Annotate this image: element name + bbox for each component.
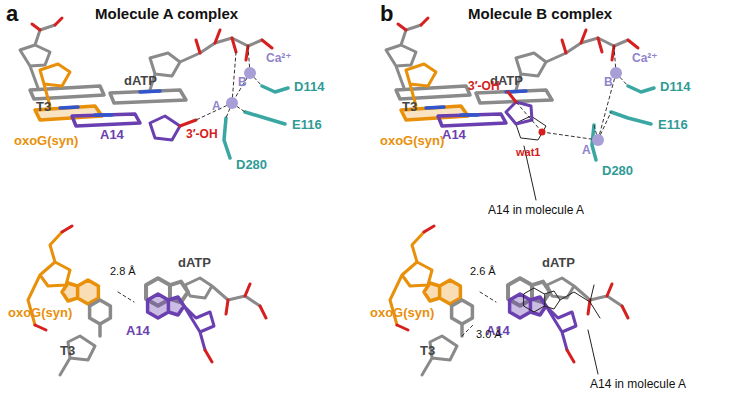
panel-b-top (386, 18, 654, 200)
panel-title: Molecule B complex (468, 6, 612, 23)
residue-label: dATP (178, 256, 211, 270)
residue-label: T3 (402, 100, 417, 114)
residue-label: A14 (442, 128, 466, 142)
residue-label: T3 (60, 344, 75, 358)
panel-letter: a (6, 2, 18, 26)
panel-b-bottom (390, 226, 628, 375)
leader-line (588, 330, 598, 374)
panel-title: Molecule A complex (95, 6, 238, 23)
base-pair-sticks (390, 226, 628, 375)
distance-label: 3.0 Å (476, 328, 502, 340)
distance-label: 2.8 Å (110, 265, 136, 277)
coordination-dashes (196, 46, 262, 120)
residue-label: D280 (236, 158, 267, 172)
ion-label: Ca²⁺ (266, 52, 292, 65)
distance-dash (118, 292, 134, 302)
group-label: 3′-OH (468, 80, 500, 93)
residue-label: T3 (36, 100, 51, 114)
base-pair-sticks (28, 226, 266, 375)
residue-sticks (592, 86, 654, 160)
residue-label: oxoG(syn) (14, 134, 78, 148)
water-label: wat1 (516, 146, 540, 158)
distance-label: 2.6 Å (470, 265, 496, 277)
residue-label: E116 (292, 118, 322, 132)
calcium-ion (226, 97, 238, 109)
molecule-a-overlay (524, 288, 560, 312)
ion-label: B (238, 76, 247, 89)
ion-label: B (604, 76, 613, 89)
residue-label: oxoG(syn) (370, 306, 434, 320)
residue-label: dATP (542, 256, 575, 270)
hydroxyl (508, 92, 516, 102)
residue-label: D280 (602, 164, 633, 178)
a14-sugar (150, 116, 180, 140)
calcium-ion (592, 134, 604, 146)
residue-label: E116 (658, 118, 688, 132)
residue-label: A14 (126, 324, 150, 338)
residue-label: A14 (100, 128, 124, 142)
water-molecule (539, 129, 546, 136)
hydroxyl (180, 120, 196, 126)
callout-label: A14 in molecule A (590, 378, 686, 391)
residue-sticks (224, 86, 288, 158)
residue-label: oxoG(syn) (8, 306, 72, 320)
residue-label: D114 (660, 80, 690, 94)
nucleotide-sticks (20, 18, 272, 126)
callout-label: A14 in molecule A (488, 204, 584, 217)
molecule-a-overlay (560, 285, 600, 318)
coordination-dashes (516, 46, 628, 140)
nucleotide-sticks (386, 18, 638, 126)
residue-label: D114 (294, 80, 324, 94)
residue-label: T3 (420, 344, 435, 358)
residue-label: oxoG(syn) (380, 134, 444, 148)
panel-letter: b (380, 2, 393, 26)
residue-label: dATP (124, 74, 157, 88)
ion-label: A (582, 144, 591, 157)
ion-label: Ca²⁺ (632, 52, 658, 65)
a14-sugar (506, 102, 532, 124)
group-label: 3′-OH (186, 128, 218, 141)
ion-label: A (212, 100, 221, 113)
panel-a-bottom (28, 226, 266, 375)
